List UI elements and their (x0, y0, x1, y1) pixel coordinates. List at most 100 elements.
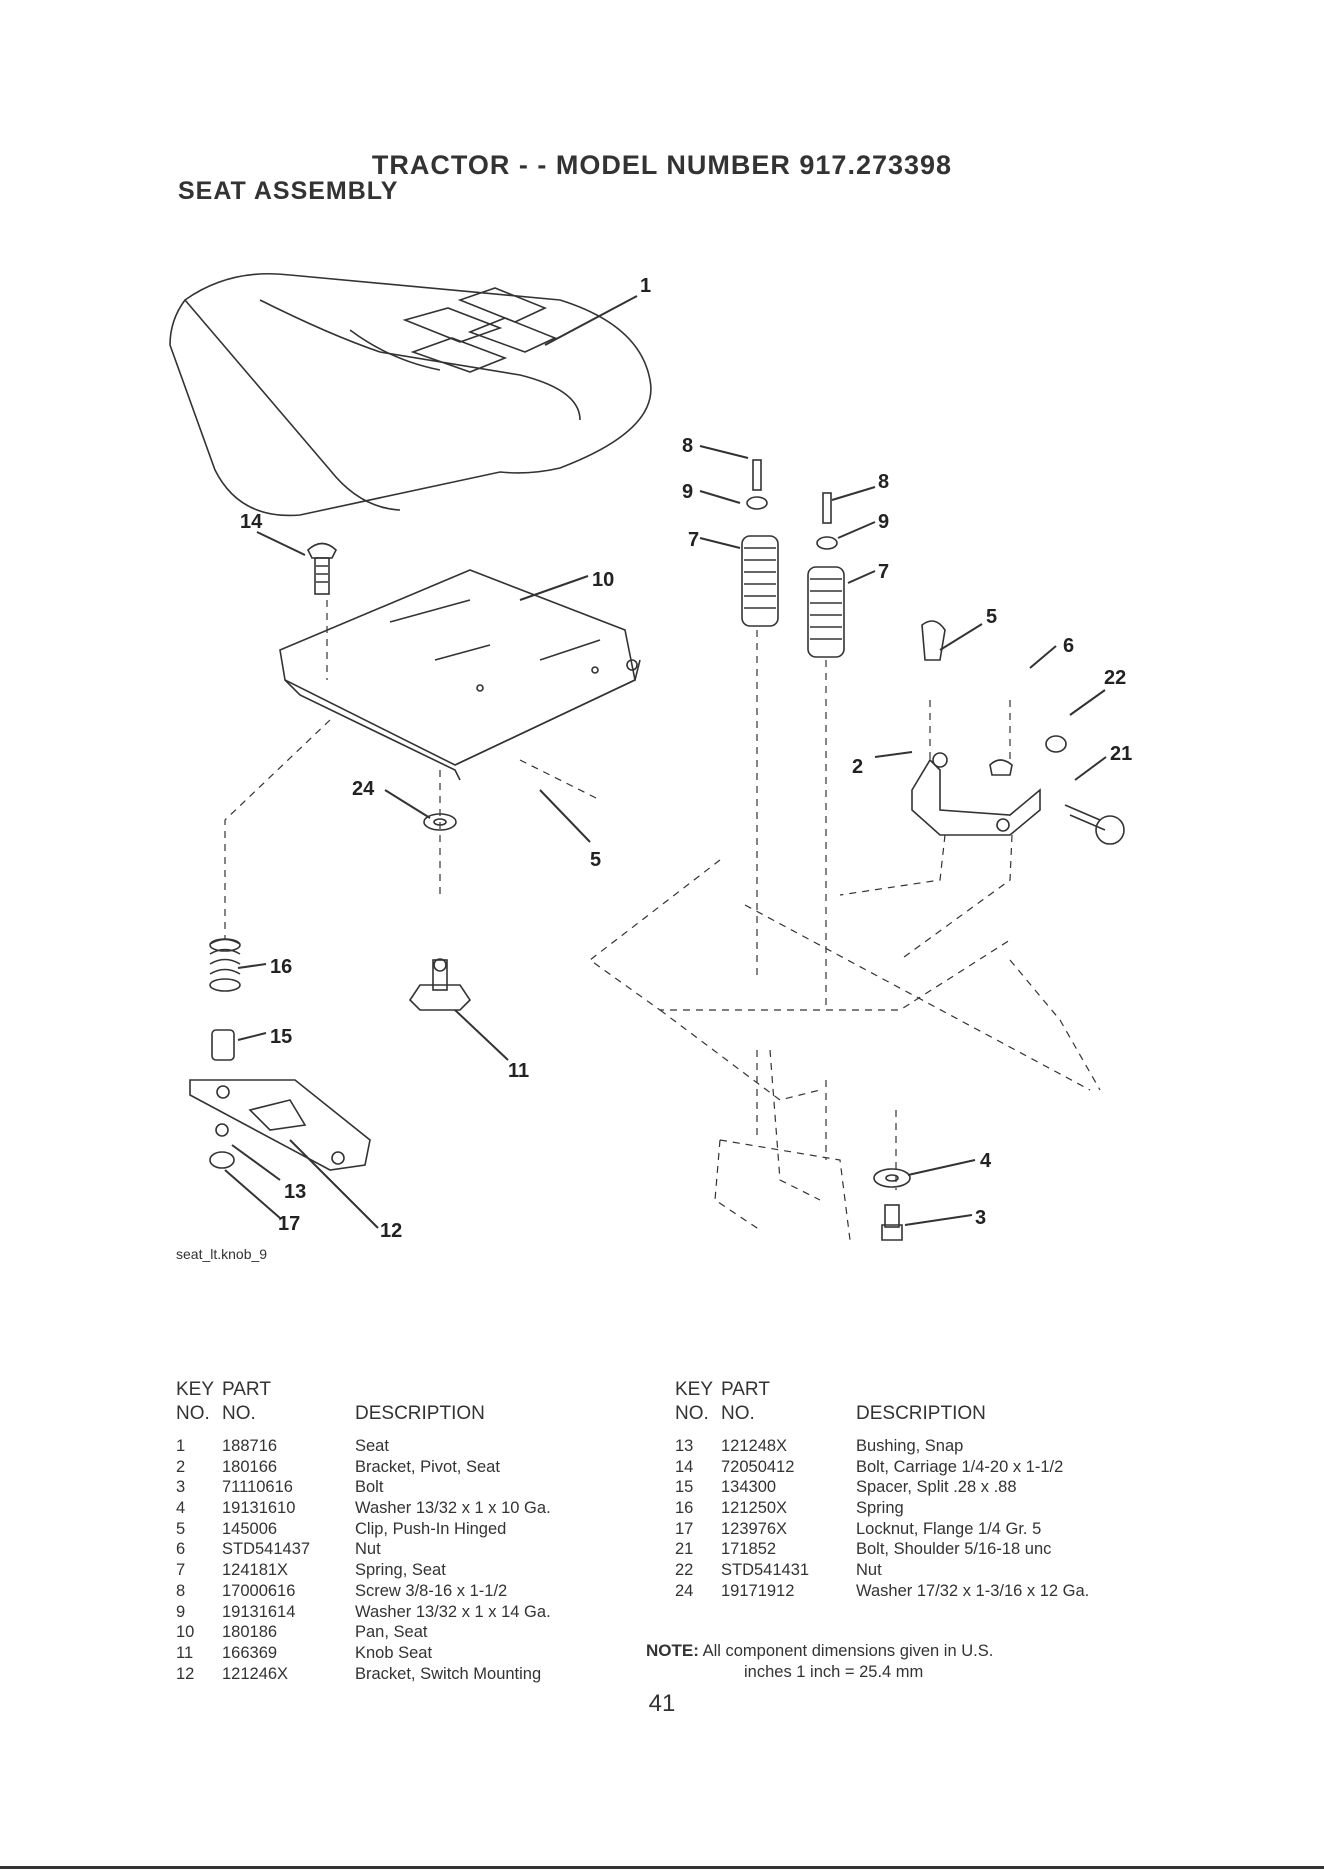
table-row: 9 19131614 Washer 13/32 x 1 x 14 Ga. (176, 1602, 636, 1623)
callout-5: 5 (590, 849, 601, 871)
table-row: 14 72050412 Bolt, Carriage 1/4-20 x 1-1/2 (675, 1457, 1175, 1478)
part-header: PART (721, 1379, 770, 1400)
part-number-cell: 180166 (222, 1457, 278, 1476)
key-cell: 17 (675, 1519, 694, 1538)
key-header: KEY (176, 1379, 215, 1400)
part-number-cell: 71110616 (222, 1478, 293, 1497)
table-header-row: NO. NO. DESCRIPTION (675, 1403, 1175, 1428)
key-cell: 7 (176, 1561, 186, 1580)
bolt-washer-part (873, 1168, 911, 1241)
table-header-row: NO. NO. DESCRIPTION (176, 1403, 636, 1428)
part-number-cell: 19131614 (222, 1602, 296, 1621)
callout-13: 13 (284, 1181, 306, 1203)
callout-24: 24 (352, 778, 375, 800)
key-cell: 9 (176, 1602, 186, 1621)
callout-9: 9 (878, 511, 889, 533)
description-cell: Bolt, Shoulder 5/16-18 unc (856, 1540, 1052, 1559)
note-label: NOTE: (646, 1641, 699, 1660)
page-number: 41 (648, 1690, 676, 1717)
description-cell: Washer 13/32 x 1 x 14 Ga. (355, 1602, 551, 1621)
key-cell: 5 (176, 1519, 186, 1538)
assembly-lines (224, 600, 1101, 1241)
description-cell: Bracket, Pivot, Seat (355, 1457, 500, 1476)
callout-5: 5 (986, 606, 997, 628)
part-number-cell: 17000616 (222, 1581, 296, 1600)
table-header-row: KEY PART (176, 1379, 636, 1404)
leader-lines (224, 295, 1107, 1229)
knob-part (408, 813, 472, 1011)
table-row: 6 STD541437 Nut (176, 1539, 636, 1560)
part-header: PART (222, 1379, 271, 1400)
key-cell: 14 (675, 1457, 694, 1476)
part-number-cell: 19131610 (222, 1499, 296, 1518)
callout-8: 8 (878, 471, 889, 493)
seat-pan-part (279, 569, 641, 781)
key-cell: 2 (176, 1457, 186, 1476)
callout-9: 9 (682, 481, 693, 503)
carriage-bolt-part (307, 542, 337, 595)
key-cell: 4 (176, 1499, 186, 1518)
callout-2: 2 (852, 756, 863, 778)
key-cell: 11 (176, 1643, 194, 1662)
key-header: NO. (675, 1403, 709, 1424)
description-cell: Washer 13/32 x 1 x 10 Ga. (355, 1499, 551, 1518)
part-number-cell: 121248X (721, 1437, 788, 1455)
key-cell: 13 (675, 1437, 694, 1455)
description-cell: Screw 3/8-16 x 1-1/2 (355, 1581, 508, 1600)
part-number-cell: 171852 (721, 1540, 777, 1559)
table-row: 22 STD541431 Nut (675, 1560, 1175, 1581)
callout-6: 6 (1063, 635, 1074, 657)
description-cell: Nut (355, 1540, 381, 1559)
key-cell: 12 (176, 1664, 195, 1683)
description-cell: Nut (856, 1561, 882, 1580)
description-cell: Spring, Seat (355, 1561, 446, 1580)
description-cell: Bushing, Snap (856, 1437, 964, 1455)
part-number-cell: 19171912 (721, 1581, 795, 1600)
dimension-note: NOTE: All component dimensions given in … (646, 1640, 993, 1683)
key-cell: 6 (176, 1540, 186, 1559)
description-cell: Bolt, Carriage 1/4-20 x 1-1/2 (856, 1457, 1064, 1476)
key-cell: 1 (176, 1437, 186, 1455)
key-cell: 22 (675, 1561, 694, 1580)
description-cell: Washer 17/32 x 1-3/16 x 12 Ga. (856, 1581, 1090, 1600)
switch-bracket-assembly (189, 938, 371, 1171)
part-header: NO. (222, 1403, 256, 1424)
exploded-parts-diagram: 1 14 10 8 9 7 8 9 7 5 6 22 21 2 24 5 16 … (169, 272, 1132, 1242)
part-number-cell: STD541437 (222, 1540, 311, 1559)
description-cell: Spacer, Split .28 x .88 (856, 1478, 1017, 1497)
key-header: NO. (176, 1403, 210, 1424)
description-cell: Spring (856, 1499, 904, 1518)
callout-8: 8 (682, 435, 693, 457)
table-row: 7 124181X Spring, Seat (176, 1560, 636, 1581)
part-number-cell: 124181X (222, 1561, 289, 1580)
key-cell: 21 (675, 1540, 694, 1559)
part-number-cell: 72050412 (721, 1457, 795, 1476)
callout-4: 4 (980, 1150, 992, 1172)
page-title: TRACTOR - - MODEL NUMBER 917.273398 (371, 150, 953, 180)
callout-16: 16 (270, 956, 292, 978)
part-number-cell: 166369 (222, 1643, 278, 1662)
description-cell: Bracket, Switch Mounting (355, 1664, 542, 1683)
key-cell: 10 (176, 1623, 195, 1642)
table-row: 13 121248X Bushing, Snap (675, 1436, 1175, 1457)
table-row: 4 19131610 Washer 13/32 x 1 x 10 Ga. (176, 1498, 636, 1519)
note-line-1: All component dimensions given in U.S. (702, 1642, 994, 1660)
callout-22: 22 (1104, 667, 1126, 689)
seat-part (169, 272, 652, 517)
table-row: 21 171852 Bolt, Shoulder 5/16-18 unc (675, 1539, 1175, 1560)
part-number-cell: STD541431 (721, 1561, 810, 1580)
callout-14: 14 (240, 511, 263, 533)
part-header: NO. (721, 1403, 755, 1424)
callout-21: 21 (1110, 743, 1132, 765)
description-header: DESCRIPTION (355, 1403, 485, 1424)
table-rows: 13 121248X Bushing, Snap 14 72050412 Bolt, Ca… (675, 1436, 1175, 1602)
callout-7: 7 (688, 529, 699, 551)
callout-7: 7 (878, 561, 889, 583)
